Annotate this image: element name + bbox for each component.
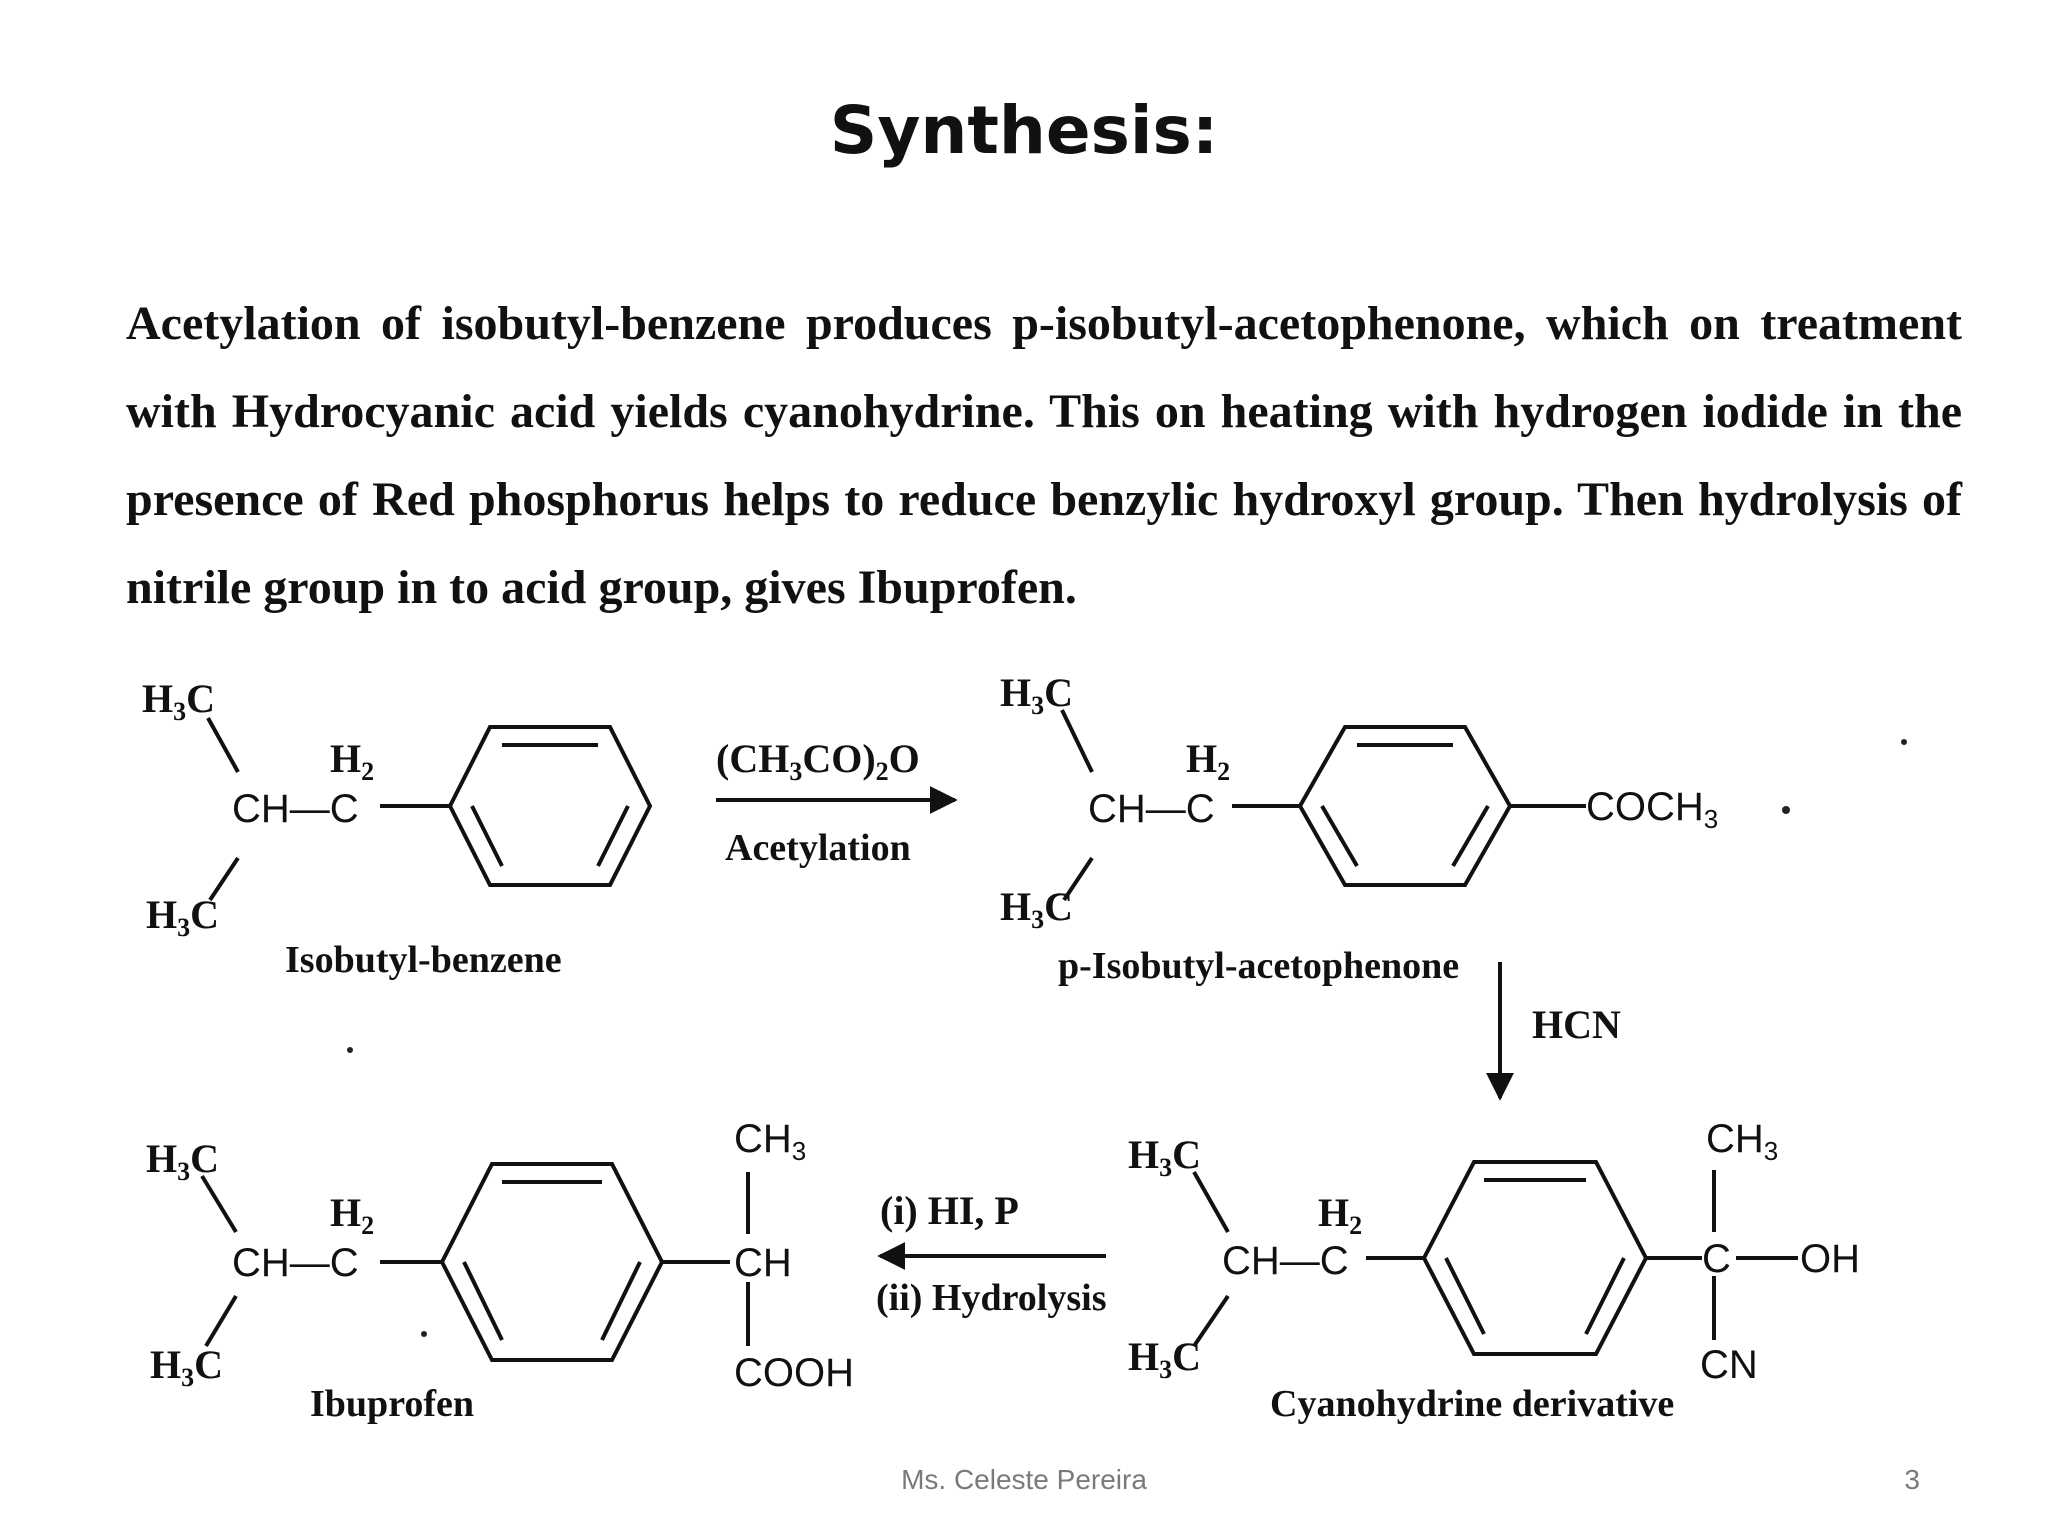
group-label: C (186, 676, 215, 721)
group-label: 3 (1031, 691, 1044, 720)
group-label: CH (734, 1241, 792, 1285)
group-label: 3 (181, 1363, 194, 1392)
acetophenone-structure (1060, 709, 1586, 902)
group-label: H (1186, 736, 1217, 781)
svg-text:H2: H2 (1186, 736, 1230, 786)
group-label: CH—C (232, 1241, 359, 1285)
isobutyl-benzene-structure (206, 717, 653, 902)
group-label: COOH (734, 1351, 854, 1395)
group-label: C (190, 892, 219, 937)
group-label: 3 (1159, 1355, 1172, 1384)
reagent-hcn: HCN (1532, 1002, 1621, 1047)
group-label: H (1128, 1132, 1159, 1177)
description-paragraph: Acetylation of isobutyl-benzene produces… (126, 297, 1962, 614)
cyanohydrine-structure (1192, 1160, 1798, 1356)
svg-text:H3C: H3C (146, 1136, 219, 1186)
group-label: 3 (173, 697, 186, 726)
group-label: H (142, 676, 173, 721)
group-label: H (146, 892, 177, 937)
ibuprofen-labels: H3C H2 CH—C H3C CH3 CH COOH Ibuprofen (146, 1117, 854, 1425)
group-label: H (146, 1136, 177, 1181)
group-label: CH (734, 1117, 792, 1161)
svg-text:CH3: CH3 (734, 1117, 806, 1166)
group-label: C (1172, 1132, 1201, 1177)
cyanohydrine-labels: H3C H2 CH—C H3C CH3 C OH CN Cyanohydrine… (1128, 1117, 1860, 1425)
reagent-hydrolysis: (ii) Hydrolysis (876, 1277, 1107, 1319)
compound-name-cyanohydrine: Cyanohydrine derivative (1270, 1383, 1674, 1425)
group-label: H (330, 736, 361, 781)
group-label: OH (1800, 1237, 1860, 1281)
compound-name-isobutyl-benzene: Isobutyl-benzene (285, 939, 562, 981)
group-label: 3 (792, 1136, 806, 1166)
group-label: C (1702, 1237, 1731, 1281)
group-label: C (190, 1136, 219, 1181)
group-label: 3 (177, 1157, 190, 1186)
svg-text:COCH3: COCH3 (1586, 785, 1718, 834)
group-label: 3 (1764, 1136, 1778, 1166)
group-label: H (1000, 884, 1031, 929)
svg-text:H2: H2 (330, 1190, 374, 1240)
scan-specks (347, 739, 1907, 1337)
group-label: C (1044, 670, 1073, 715)
group-label: H (1128, 1334, 1159, 1379)
group-label: 3 (1704, 804, 1718, 834)
reagent-acetic-anhydride: (CH3CO)2O (716, 736, 920, 786)
reagent-acetylation-label: Acetylation (725, 827, 911, 869)
group-label: H (1000, 670, 1031, 715)
group-label: 3 (177, 913, 190, 942)
group-label: CH—C (232, 787, 359, 831)
group-label: C (1044, 884, 1073, 929)
svg-text:H3C: H3C (150, 1342, 223, 1392)
group-label: C (1172, 1334, 1201, 1379)
group-label: H (330, 1190, 361, 1235)
svg-text:H3C: H3C (1000, 670, 1073, 720)
svg-text:H2: H2 (330, 736, 374, 786)
group-label: H (150, 1342, 181, 1387)
group-label: 2 (361, 1211, 374, 1240)
ibuprofen-structure (200, 1162, 750, 1362)
group-label: CN (1700, 1343, 1758, 1387)
group-label: 3 (1031, 905, 1044, 934)
compound-name-acetophenone: p-Isobutyl-acetophenone (1058, 945, 1459, 987)
svg-text:H3C: H3C (142, 676, 215, 726)
compound-name-ibuprofen: Ibuprofen (310, 1383, 474, 1425)
slide-title: Synthesis: (829, 92, 1219, 169)
acetophenone-labels: H3C H2 CH—C H3C COCH3 p-Isobutyl-acetoph… (1000, 670, 1718, 987)
group-label: 2 (1217, 757, 1230, 786)
group-label: 2 (361, 757, 374, 786)
group-label: CH (1706, 1117, 1764, 1161)
group-label: CH—C (1222, 1239, 1349, 1283)
slide-page-number: 3 (1904, 1464, 1920, 1495)
group-label: COCH (1586, 785, 1704, 829)
svg-text:H2: H2 (1318, 1190, 1362, 1240)
footer-author: Ms. Celeste Pereira (901, 1464, 1147, 1495)
svg-text:H3C: H3C (146, 892, 219, 942)
svg-text:H3C: H3C (1128, 1132, 1201, 1182)
isobutyl-benzene-labels: H3C H2 CH—C H3C Isobutyl-benzene (142, 676, 562, 981)
group-label: CH—C (1088, 787, 1215, 831)
group-label: H (1318, 1190, 1349, 1235)
reagent-hi-p: (i) HI, P (880, 1188, 1019, 1233)
svg-text:H3C: H3C (1000, 884, 1073, 934)
group-label: C (194, 1342, 223, 1387)
group-label: 3 (1159, 1153, 1172, 1182)
group-label: 2 (1349, 1211, 1362, 1240)
svg-text:CH3: CH3 (1706, 1117, 1778, 1166)
svg-text:H3C: H3C (1128, 1334, 1201, 1384)
